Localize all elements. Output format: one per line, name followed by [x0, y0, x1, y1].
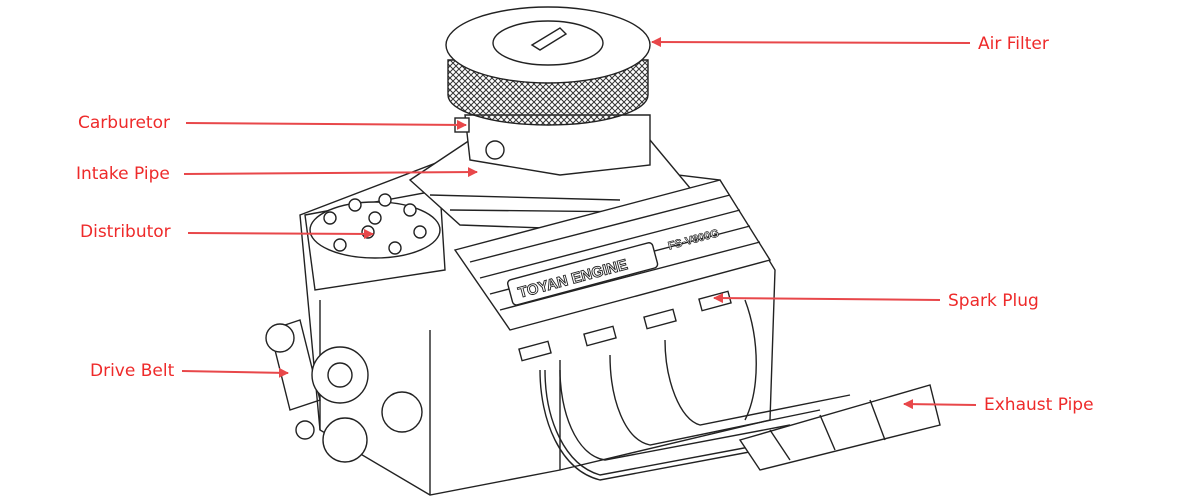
label-drive-belt: Drive Belt [90, 361, 175, 381]
arrow-distributor [187, 228, 374, 239]
label-carburetor: Carburetor [78, 113, 170, 133]
distributor [304, 189, 446, 291]
exhaust-pipes [539, 299, 941, 481]
arrow-spark-plug [713, 293, 941, 304]
arrow-intake-pipe [183, 167, 478, 178]
drive-belt [265, 319, 423, 463]
label-spark-plug: Spark Plug [948, 291, 1039, 311]
label-air-filter: Air Filter [978, 34, 1049, 54]
arrow-drive-belt [181, 367, 289, 378]
air-filter [445, 6, 651, 126]
arrow-air-filter [651, 37, 971, 48]
arrow-carburetor [185, 119, 467, 130]
label-distributor: Distributor [80, 222, 171, 242]
arrow-exhaust-pipe [903, 399, 977, 410]
valve-cover: TOYAN ENGINE FS-V800G [453, 179, 772, 331]
label-exhaust-pipe: Exhaust Pipe [984, 395, 1094, 415]
label-intake-pipe: Intake Pipe [76, 164, 170, 184]
